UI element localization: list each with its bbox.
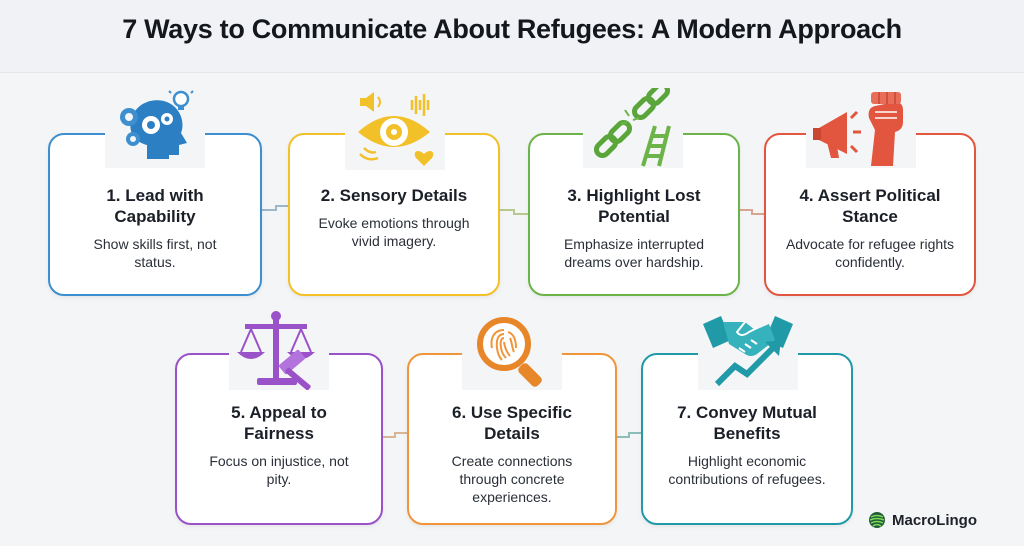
card-description: Highlight economic contributions of refu… (668, 453, 826, 487)
card-title: 3. Highlight Lost Potential (567, 186, 701, 226)
megaphone-fist-icon (806, 88, 916, 168)
handshake-growth-arrow-icon (698, 310, 798, 390)
card-description: Focus on injustice, not pity. (209, 453, 349, 487)
scales-gavel-icon (229, 310, 329, 390)
head-gears-lightbulb-icon (105, 88, 205, 168)
card-description: Emphasize interrupted dreams over hardsh… (563, 236, 705, 270)
card-description: Advocate for refugee rights confidently. (785, 236, 955, 270)
globe-logo-icon (869, 512, 885, 528)
card-convey-mutual-benefits: 7. Convey Mutual Benefits Highlight econ… (641, 353, 853, 525)
fingerprint-magnifier-icon (462, 310, 562, 390)
brand: MacroLingo (868, 511, 977, 529)
card-title: 6. Use Specific Details (451, 403, 572, 443)
broken-chain-ladder-icon (583, 88, 683, 168)
header: 7 Ways to Communicate About Refugees: A … (0, 0, 1024, 73)
card-title: 1. Lead with Capability (106, 186, 204, 226)
card-description: Evoke emotions through vivid imagery. (318, 215, 470, 249)
brand-name: MacroLingo (892, 511, 977, 529)
card-title: 2. Sensory Details (320, 186, 468, 205)
card-description: Show skills first, not status. (93, 236, 217, 270)
page-title: 7 Ways to Communicate About Refugees: A … (122, 14, 902, 44)
eye-sound-heart-icon (345, 90, 445, 170)
card-description: Create connections through concrete expe… (451, 453, 573, 505)
card-title: 4. Assert Political Stance (799, 186, 941, 226)
card-title: 7. Convey Mutual Benefits (677, 403, 817, 443)
card-title: 5. Appeal to Fairness (231, 403, 327, 443)
